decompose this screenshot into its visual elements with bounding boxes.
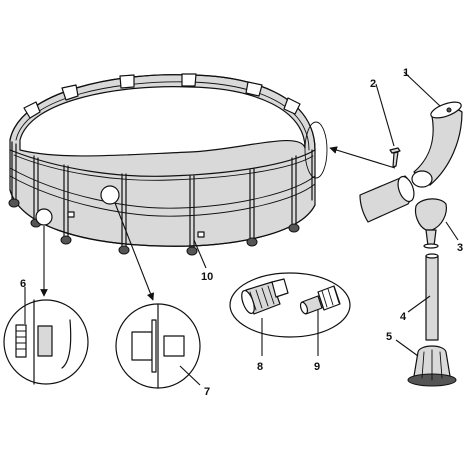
pool-front-rim xyxy=(9,149,316,177)
callout-6: 6 xyxy=(20,278,26,290)
callout-4: 4 xyxy=(400,311,407,323)
callout-7: 7 xyxy=(204,386,210,398)
part-joint-cap xyxy=(414,198,447,249)
callout-numbers: 1 2 3 4 5 6 7 8 9 10 xyxy=(20,67,463,398)
callout-1: 1 xyxy=(403,67,409,79)
callout-5: 5 xyxy=(386,331,392,343)
pool-assembly xyxy=(8,73,328,256)
part-hose-adaptor xyxy=(299,285,341,315)
part-top-rail-beam xyxy=(359,175,415,223)
detail-marker-strap xyxy=(35,208,53,226)
detail-marker-joint xyxy=(304,121,328,179)
callout-2: 2 xyxy=(370,78,376,90)
vertical-legs xyxy=(11,141,313,249)
detail-strap-view xyxy=(3,299,89,385)
part-elbow-joint xyxy=(411,101,463,188)
support-strap xyxy=(9,167,316,209)
part-locking-pin xyxy=(389,147,401,168)
t-joint-connectors xyxy=(23,73,301,119)
leader-lines xyxy=(24,71,459,386)
part-vertical-leg xyxy=(425,253,439,341)
callout-8: 8 xyxy=(257,361,263,373)
part-strainer xyxy=(241,278,289,315)
part-leg-foot xyxy=(407,345,457,387)
detail-marker-connector xyxy=(100,185,120,205)
detail-connector-view xyxy=(115,303,201,389)
callout-9: 9 xyxy=(314,361,320,373)
detail-hose-parts-view xyxy=(229,272,351,338)
callout-3: 3 xyxy=(457,242,463,254)
callout-10: 10 xyxy=(201,271,213,283)
